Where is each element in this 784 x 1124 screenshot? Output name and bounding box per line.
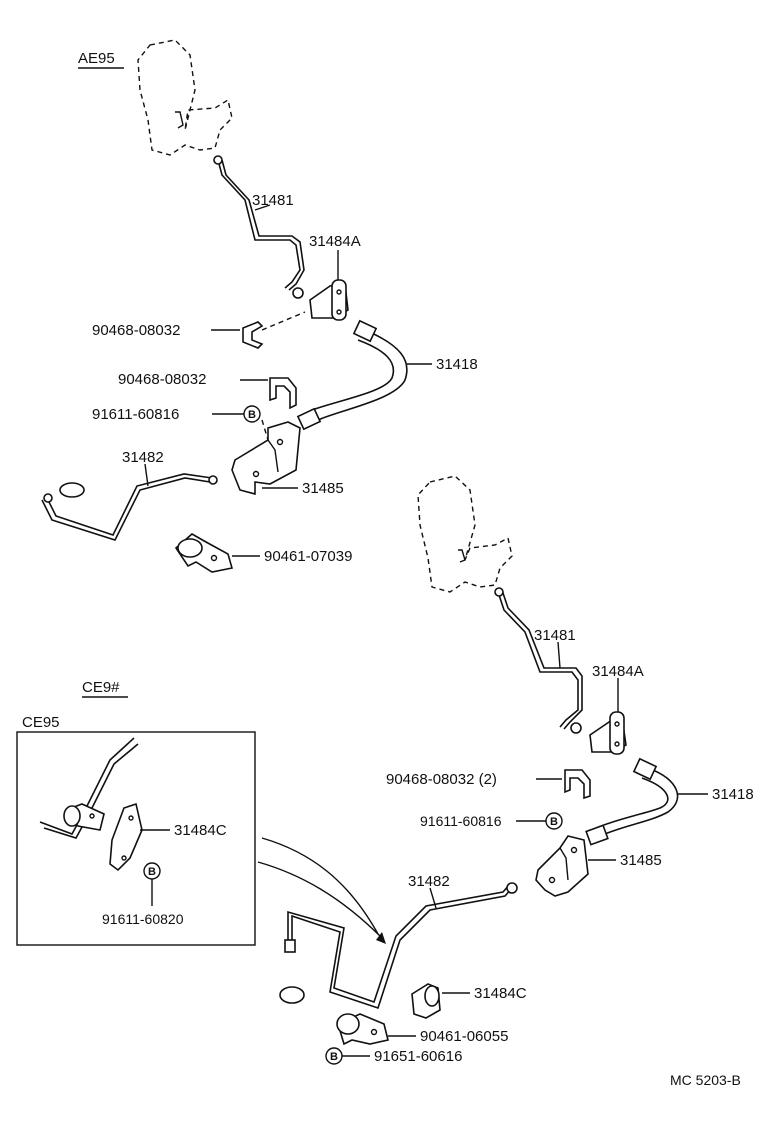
clip-90468-a [242,321,264,349]
hose-end-fitting [296,407,322,431]
label-91611-bottom: 91611-60816 [420,813,502,829]
label-90468-bottom: 90468-08032 (2) [386,771,497,788]
label-90468-a-top: 90468-08032 [92,322,180,339]
tube-flare-nut [570,722,582,734]
label-31484a-bottom: 31484A [592,663,644,680]
clutch-master-cylinder-outline-lower [417,475,513,593]
label-91611-top: 91611-60816 [92,406,179,423]
label-31485-bottom: 31485 [620,852,662,869]
label-31484a-top: 31484A [309,233,361,250]
clutch-tube-31482-lower [291,887,513,1010]
release-cylinder-boss [59,482,85,498]
bolt-marker-b [243,405,261,423]
release-cylinder-boss [279,986,305,1004]
hose-end-fitting [585,824,609,846]
hose-end-fitting [352,319,378,343]
label-31485-top: 31485 [302,480,344,497]
label-90468-b-top: 90468-08032 [118,371,206,388]
tube-flare-nut [284,939,296,953]
label-31482-bottom: 31482 [408,873,450,890]
label-31484c-inset: 31484C [174,822,227,839]
tube-flare-nut [208,475,218,485]
label-91651-bottom: 91651-60616 [374,1048,462,1065]
inset-pointer-arrow [257,861,383,939]
label-31484c-bottom: 31484C [474,985,527,1002]
clip-90468-b [269,377,297,410]
tube-flare-nut [43,493,53,503]
label-31481-bottom: 31481 [534,627,576,644]
svg-text:B: B [330,1051,338,1063]
svg-text:B: B [148,866,156,878]
ce9-group-label: CE9# [82,679,120,696]
inset-pointer-arrow [261,837,379,935]
label-31482-top: 31482 [122,449,164,466]
ce95-inset-frame [16,731,256,946]
clutch-tube-31481-lower [497,591,579,728]
tube-flare-nut [292,287,304,299]
tube-flare-nut [506,882,518,894]
tube-flare-nut [213,155,223,165]
label-90461-bottom: 90461-06055 [420,1028,508,1045]
master-cylinder-port [175,111,184,129]
ce9-assembly: CE9# 31481 31484A 90468-08032 (2) 31418 [82,475,754,1065]
arrow-head [376,932,386,944]
inset-bracket-31484c [109,802,143,872]
bracket-31485 [231,421,301,496]
bracket-31485-lower [535,835,589,897]
clutch-hose-31418 [317,329,408,421]
hose-end-fitting [632,757,658,781]
svg-text:B: B [248,409,256,421]
svg-text:B: B [550,816,558,828]
clip-90468-lower [564,769,591,800]
label-31418-bottom: 31418 [712,786,754,803]
clutch-tube-31482 [41,477,211,541]
label-31418-top: 31418 [436,356,478,373]
clutch-master-cylinder-outline [137,39,233,156]
ce95-inset-label: CE95 [22,714,60,731]
bolt-marker-b [545,812,563,830]
ce95-inset: CE95 31484C B 91611-60820 [16,714,256,946]
label-90461-top: 90461-07039 [264,548,352,565]
ae95-group-label: AE95 [78,50,115,67]
tube-flare-nut [494,587,504,597]
clutch-hose-31418-lower [599,767,679,837]
label-91611-inset: 91611-60820 [102,911,184,927]
clutch-tube-31481 [217,159,301,289]
label-31481-top: 31481 [252,192,294,209]
diagram-code: MC 5203-B [670,1072,741,1088]
ae95-assembly: AE95 31481 31484A 90468-08032 31418 [41,39,478,573]
